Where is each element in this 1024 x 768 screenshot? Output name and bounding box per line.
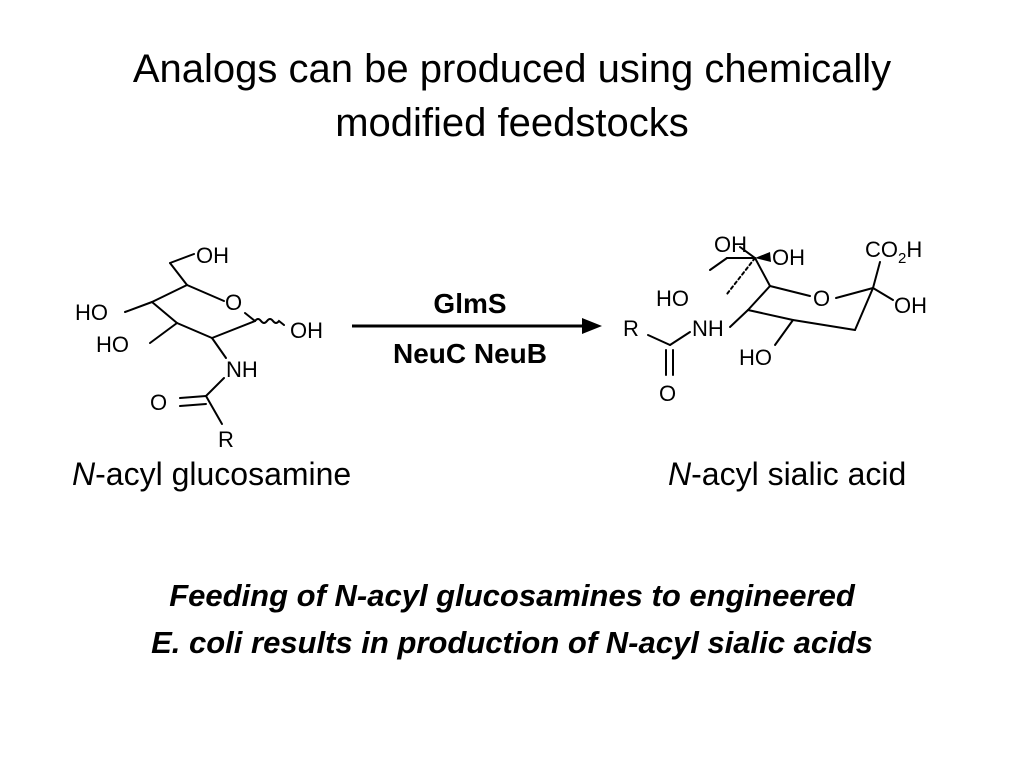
enzyme-label-top: GlmS [433, 288, 506, 319]
reactant-r-group: R [218, 427, 234, 452]
bond-carbonyl-b [179, 403, 207, 407]
bond-ch2 [169, 262, 188, 286]
bond-to-nh [729, 309, 749, 328]
product-oh-top: OH [714, 232, 747, 257]
reactant-ho-lower: HO [96, 332, 129, 357]
reactant-ring-o: O [225, 290, 242, 315]
slide-title: Analogs can be produced using chemically… [0, 42, 1024, 150]
wedge-bond [755, 252, 771, 262]
bond [747, 285, 771, 311]
product-label-text: -acyl sialic acid [691, 456, 907, 492]
reaction-arrow [352, 318, 602, 334]
product-label-italic: N [668, 456, 692, 492]
title-line-1: Analogs can be produced using chemically [132, 47, 892, 91]
bond [176, 322, 213, 339]
bond-to-nh [211, 337, 227, 359]
reactant-label-italic: N [72, 456, 96, 492]
product-nh: NH [692, 316, 724, 341]
bond-oh [169, 253, 195, 264]
reactant-nh: NH [226, 357, 258, 382]
summary-line-2: E. coli results in production of N-acyl … [151, 625, 873, 660]
bond-nh-c [205, 377, 225, 397]
bond-ho-bottom [774, 319, 794, 346]
bond [151, 284, 188, 303]
bond-to-r [647, 334, 671, 346]
bond-ho-lower [149, 322, 178, 344]
bond-ring-o [835, 287, 874, 299]
bond [151, 301, 178, 324]
bond-oh-right [872, 287, 894, 301]
product-label: N-acyl sialic acid [668, 456, 906, 493]
bond [792, 319, 856, 331]
wavy-anomeric-bond [254, 318, 285, 326]
bond [854, 287, 874, 331]
reactant-carbonyl-o: O [150, 390, 167, 415]
bond-to-ring-o [769, 285, 811, 297]
bond-ho-hashed [726, 257, 756, 295]
bond-oh-top [739, 246, 756, 259]
reactant-ho-left: HO [75, 300, 108, 325]
bond-side-chain [709, 257, 728, 271]
bond-to-ring-o [186, 284, 225, 302]
reactant-label-text: -acyl glucosamine [95, 456, 352, 492]
bond-co2h [872, 261, 881, 289]
summary-line-1: Feeding of N-acyl glucosamines to engine… [169, 578, 855, 613]
arrow-head [582, 318, 602, 334]
bond-nh-c [669, 331, 691, 346]
product-atom-labels: OH OH CO2H HO O OH R NH HO O [623, 232, 927, 406]
bond-ring-o [244, 312, 256, 322]
bond-carbonyl-a [179, 395, 207, 399]
title-line-2: modified feedstocks [335, 101, 689, 145]
product-ring-o: O [813, 286, 830, 311]
bond-side-chain [754, 257, 771, 287]
reactant-label: N-acyl glucosamine [72, 456, 351, 493]
product-co2h: CO2H [865, 237, 922, 267]
reactant-structure [124, 253, 285, 425]
reactant-atom-labels: OH O HO OH HO NH O R [75, 243, 323, 452]
product-carbonyl-o: O [659, 381, 676, 406]
bond [747, 309, 794, 321]
product-r-group: R [623, 316, 639, 341]
product-structure [647, 246, 894, 376]
reactant-oh-anomeric: OH [290, 318, 323, 343]
bond-to-r [205, 395, 223, 425]
product-ho-bottom: HO [739, 345, 772, 370]
enzyme-label-bottom: NeuC NeuB [393, 338, 547, 369]
summary-statement: Feeding of N-acyl glucosamines to engine… [0, 572, 1024, 666]
bond [211, 320, 256, 339]
product-oh-side: OH [772, 245, 805, 270]
product-ho-left: HO [656, 286, 689, 311]
product-oh-right: OH [894, 293, 927, 318]
reactant-oh-top: OH [196, 243, 229, 268]
bond-ho-left [124, 301, 153, 313]
